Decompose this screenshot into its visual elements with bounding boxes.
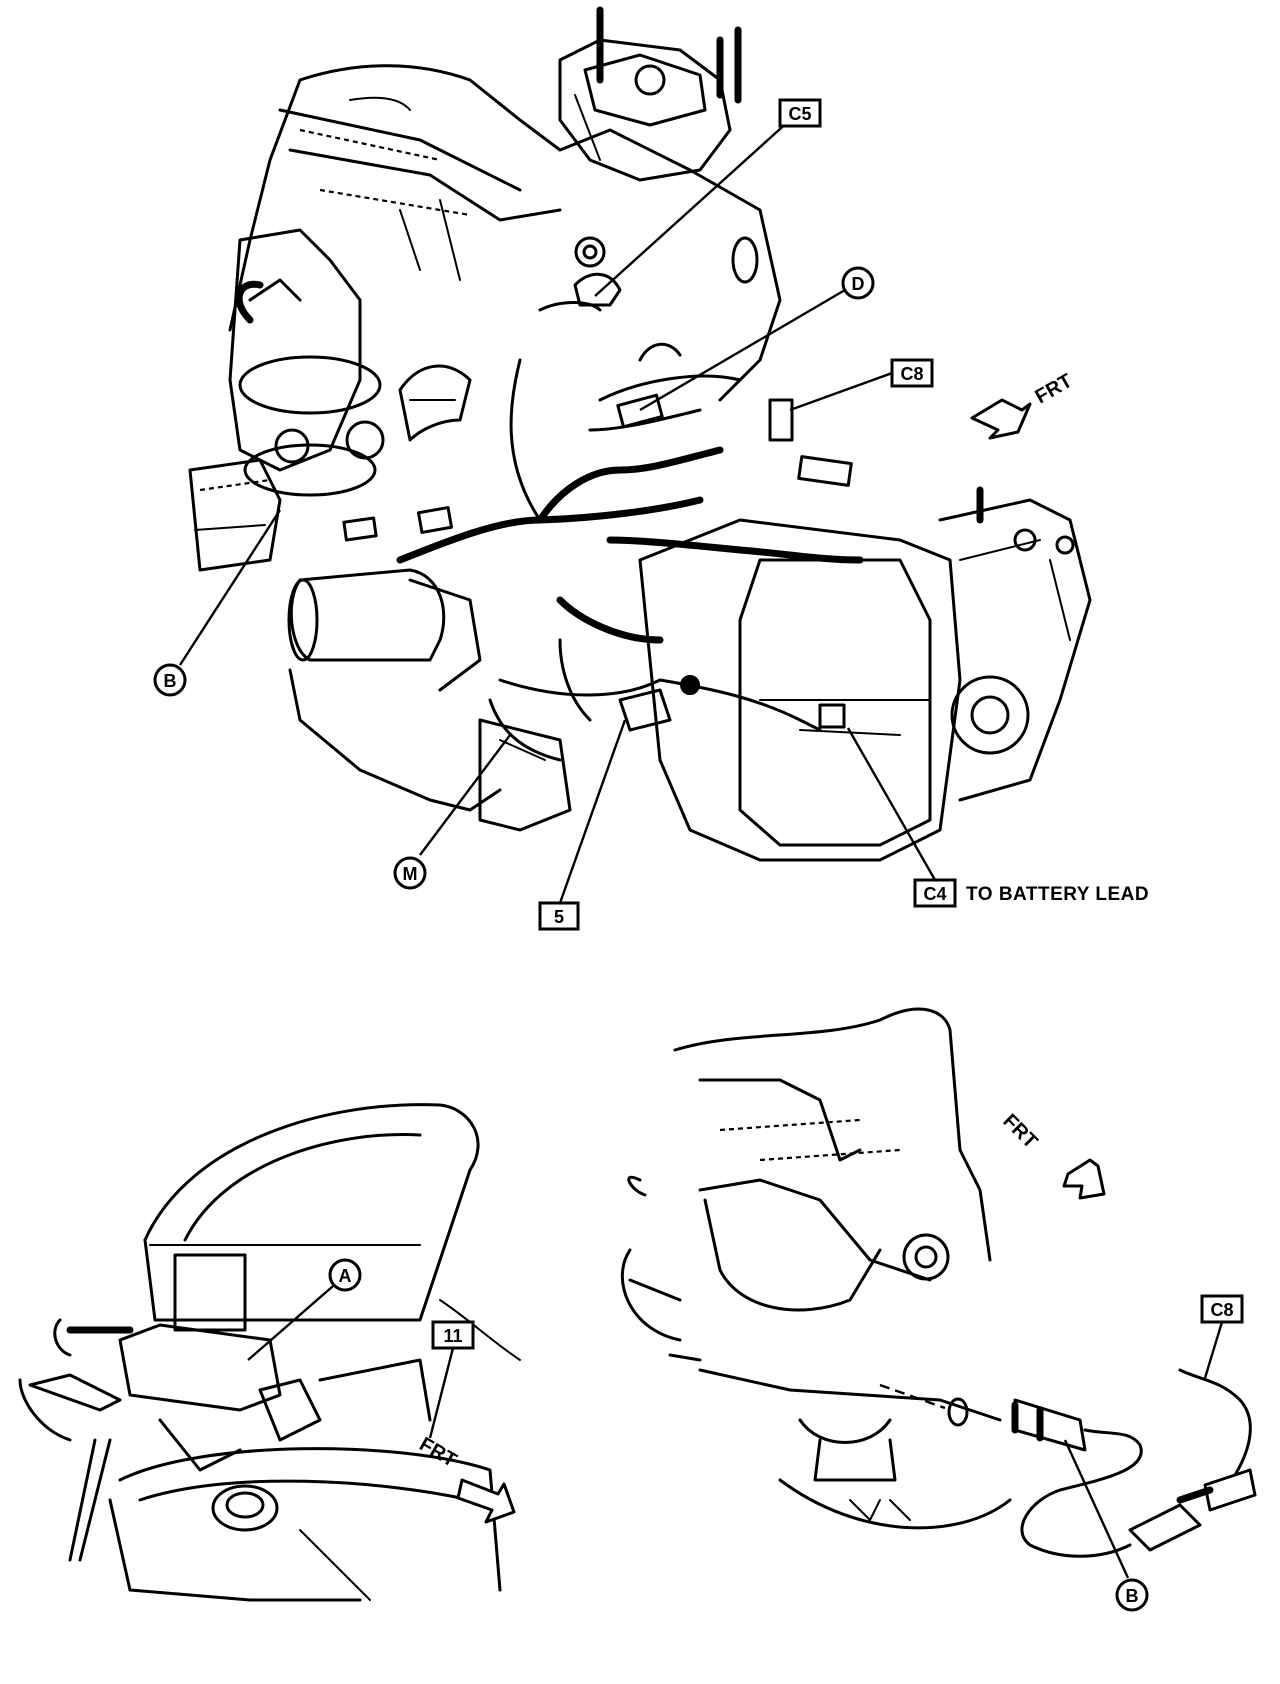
- frt-arrow-icon: [970, 398, 1032, 440]
- frt-indicator-top: FRT: [970, 370, 1077, 440]
- callout-5-top: 5: [538, 719, 627, 931]
- frt-label-top: FRT: [1032, 370, 1077, 408]
- callout-c4-top: C4 TO BATTERY LEAD: [846, 727, 1149, 908]
- oxygen-sensor-view: [620, 1007, 1257, 1558]
- callout-b-br: B: [1063, 1439, 1149, 1612]
- svg-text:C8: C8: [1210, 1300, 1233, 1320]
- callout-a-bl: A: [247, 1258, 362, 1361]
- callout-m-top: M: [393, 734, 511, 890]
- svg-text:C5: C5: [788, 104, 811, 124]
- callout-c8-top: C8: [789, 358, 934, 412]
- svg-text:C8: C8: [900, 364, 923, 384]
- frt-arrow-icon: [456, 1478, 516, 1524]
- frt-label-bottom-left: FRT: [416, 1433, 461, 1471]
- svg-text:11: 11: [443, 1326, 462, 1346]
- svg-text:M: M: [403, 864, 418, 884]
- svg-text:B: B: [1126, 1586, 1139, 1606]
- frt-label-bottom-right: FRT: [998, 1110, 1041, 1153]
- callout-c5-top: C5: [594, 98, 822, 297]
- svg-text:D: D: [852, 274, 865, 294]
- svg-text:A: A: [339, 1266, 352, 1286]
- svg-text:B: B: [164, 671, 177, 691]
- svg-text:5: 5: [554, 907, 564, 927]
- frt-arrow-icon: [1062, 1158, 1106, 1200]
- battery-lead-note: TO BATTERY LEAD: [966, 884, 1149, 905]
- callout-b-top: B: [153, 509, 282, 697]
- callout-c8-br: C8: [1200, 1294, 1244, 1379]
- frt-indicator-bottom-right: FRT: [998, 1110, 1106, 1200]
- svg-text:C4: C4: [923, 884, 946, 904]
- callout-11-bl: 11: [428, 1320, 475, 1439]
- frt-indicator-bottom-left: FRT: [416, 1433, 516, 1524]
- engine-assembly-view: [188, 6, 1092, 862]
- callout-d-top: D: [639, 266, 875, 412]
- air-cleaner-view: [18, 1103, 521, 1602]
